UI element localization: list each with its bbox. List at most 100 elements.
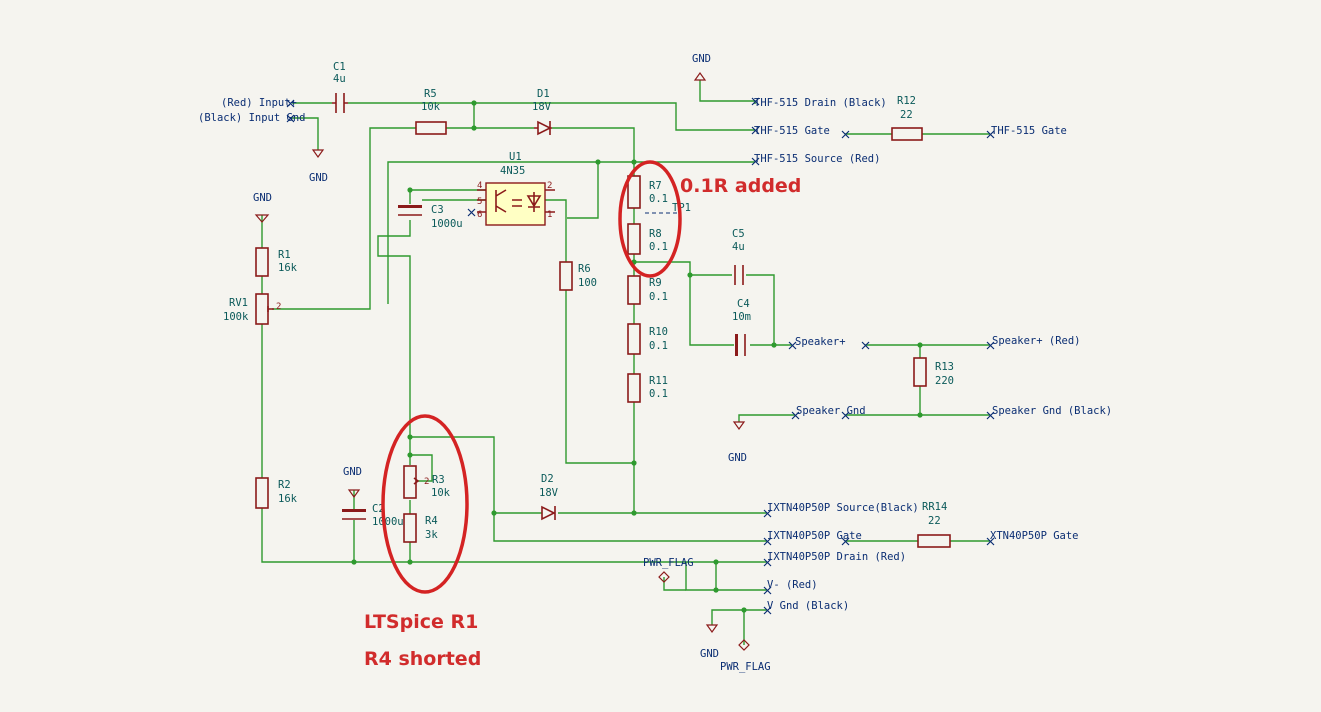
annotation-ring-r3-r4: [381, 414, 469, 594]
ixtn-gate-label: IXTN40P50P Gate: [767, 530, 862, 542]
speaker-gnd-label: Speaker Gnd: [796, 405, 866, 417]
r3-pin: 2: [424, 477, 429, 487]
r10-ref: R10: [649, 326, 668, 338]
r3-value: 10k: [431, 487, 451, 499]
r4-value: 3k: [425, 529, 438, 541]
rr14-value: 22: [928, 515, 941, 527]
pwr-flag-label-bottom: PWR_FLAG: [720, 661, 771, 673]
thf-gate-label: THF-515 Gate: [754, 125, 830, 137]
r8-value: 0.1: [649, 241, 668, 253]
thf-gate-out-label: THF-515 Gate: [991, 125, 1067, 137]
u1-pin-1: 1: [547, 210, 552, 220]
d1-ref: D1: [537, 88, 550, 100]
d2-value: 18V: [539, 487, 559, 499]
ixtn-drain-label: IXTN40P50P Drain (Red): [767, 551, 906, 563]
r13-symbol[interactable]: [913, 357, 927, 387]
r9-ref: R9: [649, 277, 662, 289]
c4-symbol[interactable]: [735, 334, 746, 356]
gnd-label-speaker: GND: [728, 452, 747, 464]
gnd-label-vgnd: GND: [700, 648, 719, 660]
r4-ref: R4: [425, 515, 438, 527]
r11-ref: R11: [649, 375, 668, 387]
r1-value: 16k: [278, 262, 298, 274]
r11-symbol[interactable]: [627, 373, 641, 403]
annotation-added: 0.1R added: [680, 175, 801, 197]
pwr-flag-label-top: PWR_FLAG: [643, 557, 694, 569]
u1-pin-2: 2: [547, 181, 552, 191]
r2-value: 16k: [278, 493, 298, 505]
r6-value: 100: [578, 277, 597, 289]
r1-ref: R1: [278, 249, 291, 261]
r7-ref: R7: [649, 180, 662, 192]
r3-ref: R3: [432, 474, 445, 486]
r6-ref: R6: [578, 263, 591, 275]
d1-symbol[interactable]: [534, 120, 552, 136]
r6-symbol[interactable]: [559, 261, 573, 291]
r2-ref: R2: [278, 479, 291, 491]
r12-symbol[interactable]: [891, 127, 923, 141]
r13-ref: R13: [935, 361, 954, 373]
gnd-symbols: [254, 71, 750, 651]
speaker-gnd-black-label: Speaker Gnd (Black): [992, 405, 1112, 417]
c1-symbol[interactable]: [332, 93, 348, 113]
input-plus-label: (Red) Input+: [221, 97, 297, 109]
u1-value: 4N35: [500, 165, 525, 177]
gnd-label-c2: GND: [343, 466, 362, 478]
u1-pin-4: 4: [477, 181, 482, 191]
d2-ref: D2: [541, 473, 554, 485]
r1-symbol[interactable]: [255, 247, 269, 277]
r4-symbol[interactable]: [403, 513, 417, 543]
r9-symbol[interactable]: [627, 275, 641, 305]
c2-value: 1000u: [372, 516, 404, 528]
annotation-ltspice-line1: LTSpice R1: [364, 611, 478, 633]
input-gnd-label: (Black) Input Gnd: [198, 112, 305, 124]
xtn-gate-label: XTN40P50P Gate: [990, 530, 1079, 542]
no-connect-marks: [286, 97, 995, 615]
v-minus-label: V- (Red): [767, 579, 818, 591]
gnd-label-thf: GND: [692, 53, 711, 65]
d2-symbol[interactable]: [541, 505, 556, 521]
junctions: [351, 100, 923, 613]
tp1-label: TP1: [672, 202, 691, 214]
rr14-ref: RR14: [922, 501, 947, 513]
gnd-label-input: GND: [309, 172, 328, 184]
r5-symbol[interactable]: [415, 121, 447, 135]
c5-symbol[interactable]: [734, 265, 744, 285]
c4-ref: C4: [737, 298, 750, 310]
r2-symbol[interactable]: [255, 477, 269, 509]
d1-value: 18V: [532, 101, 552, 113]
c3-ref: C3: [431, 204, 444, 216]
rv1-symbol[interactable]: [255, 293, 274, 325]
u1-optocoupler[interactable]: [477, 182, 555, 226]
c1-value: 4u: [333, 73, 346, 85]
c3-value: 1000u: [431, 218, 463, 230]
c2-symbol[interactable]: [342, 509, 366, 520]
speaker-plus-label: Speaker+: [795, 336, 846, 348]
wires: [261, 80, 990, 645]
r10-value: 0.1: [649, 340, 668, 352]
c3-symbol[interactable]: [398, 205, 422, 216]
c5-ref: C5: [732, 228, 745, 240]
r11-value: 0.1: [649, 388, 668, 400]
gnd-label-r1: GND: [253, 192, 272, 204]
u1-pin-6: 6: [477, 210, 482, 220]
speaker-plus-red-label: Speaker+ (Red): [992, 335, 1081, 347]
r12-ref: R12: [897, 95, 916, 107]
u1-ref: U1: [509, 151, 522, 163]
r7-value: 0.1: [649, 193, 668, 205]
r5-value: 10k: [421, 101, 441, 113]
r3-symbol[interactable]: [403, 465, 420, 499]
rv1-value: 100k: [223, 311, 249, 323]
c4-value: 10m: [732, 311, 751, 323]
r8-symbol[interactable]: [627, 223, 641, 255]
thf-source-label: THF-515 Source (Red): [754, 153, 880, 165]
rv1-pin: 2: [276, 302, 281, 312]
annotation-ring-r7-r8: [618, 160, 682, 278]
rr14-symbol[interactable]: [917, 534, 951, 548]
c5-value: 4u: [732, 241, 745, 253]
ixtn-source-label: IXTN40P50P Source(Black): [767, 502, 919, 514]
r7-symbol[interactable]: [627, 175, 641, 209]
u1-pin-5: 5: [477, 197, 482, 207]
r10-symbol[interactable]: [627, 323, 641, 355]
